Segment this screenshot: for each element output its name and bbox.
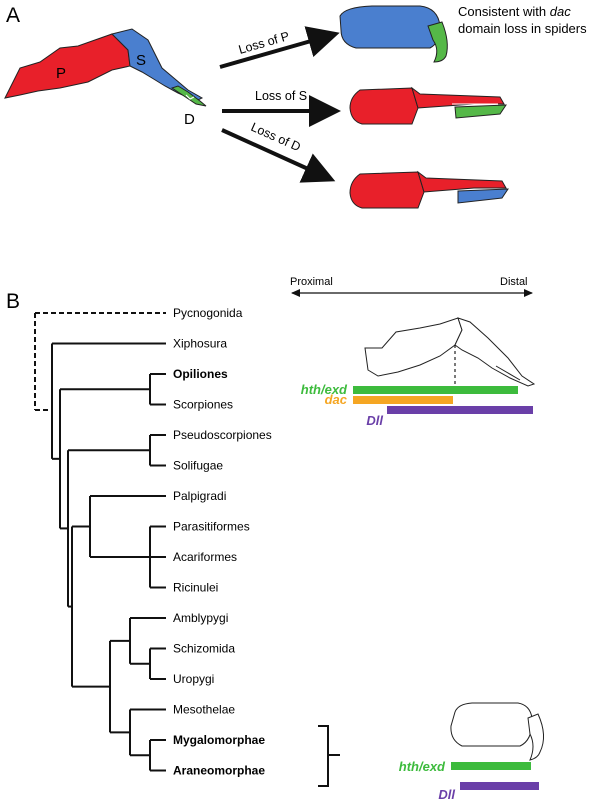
distal-segment xyxy=(170,85,207,107)
note-line-2: domain loss in spiders xyxy=(458,21,587,36)
taxon-label: Schizomida xyxy=(173,642,235,656)
taxon-label: Pycnogonida xyxy=(173,306,243,320)
result-loss-s xyxy=(349,86,507,125)
gene-label-dll-bottom: Dll xyxy=(438,787,455,802)
panel-b-label: B xyxy=(6,290,20,313)
axis-proximal: Proximal xyxy=(290,276,333,288)
taxon-label: Solifugae xyxy=(173,459,223,473)
bar-hth-exd-top xyxy=(353,386,518,394)
axis-distal: Distal xyxy=(500,276,528,288)
note-prefix: Consistent with xyxy=(458,4,550,19)
arrow-label-loss-s: Loss of S xyxy=(255,89,307,103)
note-line-1: Consistent with dac xyxy=(458,4,571,19)
arrow-loss-d xyxy=(221,128,336,183)
result-loss-p xyxy=(339,5,448,63)
chelicera-outline-top xyxy=(364,317,536,387)
full-chelicera xyxy=(4,28,207,107)
taxon-label: Opiliones xyxy=(173,367,228,381)
gene-label-hth-exd-top: hth/exd xyxy=(301,382,348,397)
taxon-label: Palpigradi xyxy=(173,489,226,503)
phylogeny-tree xyxy=(34,312,166,772)
bar-dll-top xyxy=(387,406,533,414)
panel-a-label: A xyxy=(6,4,20,27)
label-p: P xyxy=(56,65,66,82)
taxon-label: Parasitiformes xyxy=(173,520,250,534)
spider-bracket xyxy=(318,725,340,787)
taxon-label: Ricinulei xyxy=(173,581,218,595)
result-loss-d xyxy=(349,170,509,209)
taxon-label: Mygalomorphae xyxy=(173,733,265,747)
note-gene: dac xyxy=(550,4,571,19)
taxon-label: Scorpiones xyxy=(173,398,233,412)
taxon-label: Pseudoscorpiones xyxy=(173,428,272,442)
taxon-label: Amblypygi xyxy=(173,611,228,625)
label-d: D xyxy=(184,111,195,128)
gene-label-dll-top: Dll xyxy=(366,413,383,428)
gene-label-dac-top: dac xyxy=(325,392,348,407)
taxon-label: Mesothelae xyxy=(173,703,235,717)
taxon-label: Acariformes xyxy=(173,550,237,564)
gene-label-hth-exd-bottom: hth/exd xyxy=(399,759,446,774)
label-s: S xyxy=(136,52,146,69)
taxon-label: Araneomorphae xyxy=(173,764,265,778)
chelicera-outline-bottom xyxy=(450,702,544,761)
bar-dac-top xyxy=(353,396,453,404)
bar-hth-exd-bottom xyxy=(451,762,531,770)
proximal-segment xyxy=(4,33,131,99)
arrow-loss-p xyxy=(219,26,340,69)
taxon-label: Uropygi xyxy=(173,672,214,686)
arrow-label-loss-d: Loss of D xyxy=(249,120,303,154)
bar-dll-bottom xyxy=(460,782,539,790)
taxon-label: Xiphosura xyxy=(173,337,227,351)
